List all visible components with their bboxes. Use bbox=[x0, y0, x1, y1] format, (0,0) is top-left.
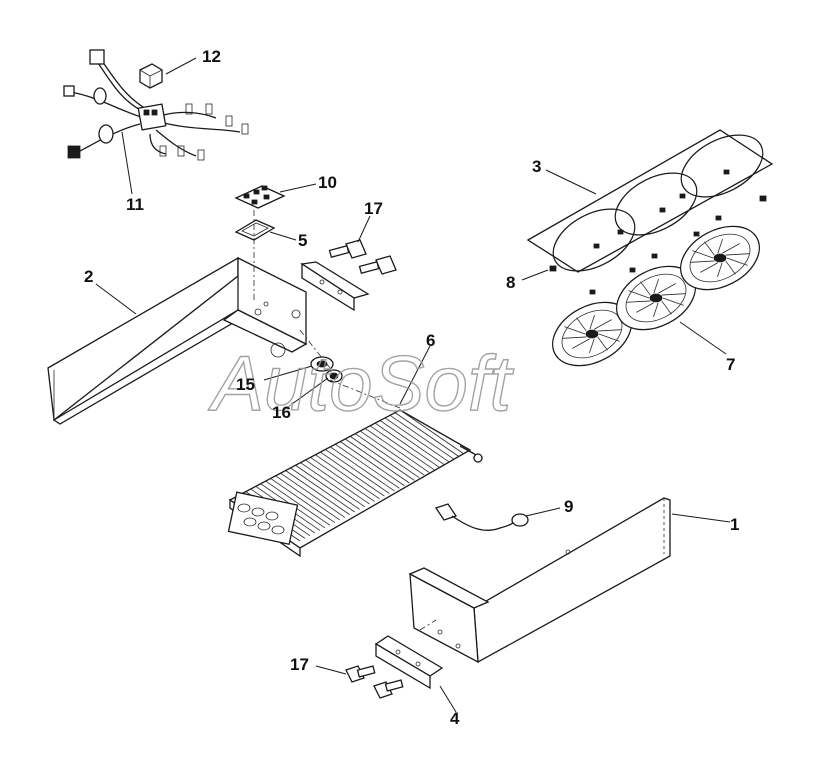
screw-small bbox=[549, 265, 557, 272]
side-panel-left bbox=[47, 256, 308, 425]
callout-12: 12 bbox=[202, 47, 221, 66]
callout-3: 3 bbox=[532, 157, 541, 176]
callout-17-upper: 17 bbox=[364, 199, 383, 218]
watermark-text: AutoSoft bbox=[208, 339, 515, 427]
callout-17-lower: 17 bbox=[290, 655, 309, 674]
callout-15: 15 bbox=[236, 375, 255, 394]
evaporator-core bbox=[227, 409, 483, 558]
callout-10: 10 bbox=[318, 173, 337, 192]
bolt-pair-lower bbox=[345, 665, 404, 699]
wiring-harness bbox=[63, 49, 249, 161]
grommet-and-nut bbox=[310, 356, 343, 383]
fan-2 bbox=[616, 265, 696, 331]
callout-4: 4 bbox=[450, 709, 460, 728]
fan-3 bbox=[680, 225, 760, 291]
screw-small-2 bbox=[759, 195, 767, 202]
bolt-pair-upper bbox=[328, 239, 397, 275]
fan-1 bbox=[552, 301, 632, 367]
side-panel-right bbox=[408, 497, 671, 664]
callout-7: 7 bbox=[726, 355, 735, 374]
callouts: 12 11 10 5 17 2 3 8 7 6 15 16 9 1 17 4 bbox=[84, 47, 739, 728]
bracket-upper bbox=[300, 261, 370, 312]
condenser-fans bbox=[552, 215, 760, 367]
callout-16: 16 bbox=[272, 403, 291, 422]
callout-6: 6 bbox=[426, 331, 435, 350]
terminal-block bbox=[234, 185, 286, 209]
leader-lines bbox=[95, 57, 731, 713]
gasket-plate bbox=[234, 219, 276, 241]
callout-2: 2 bbox=[84, 267, 93, 286]
callout-8: 8 bbox=[506, 273, 515, 292]
temperature-sensor-cable bbox=[434, 503, 529, 531]
relay-connector bbox=[139, 63, 163, 89]
callout-11: 11 bbox=[126, 195, 144, 214]
callout-1: 1 bbox=[730, 515, 739, 534]
alignment-lines bbox=[253, 210, 437, 631]
callout-5: 5 bbox=[298, 231, 307, 250]
fan-mounting-plate bbox=[526, 129, 774, 273]
bracket-lower bbox=[374, 635, 444, 690]
callout-9: 9 bbox=[564, 497, 573, 516]
